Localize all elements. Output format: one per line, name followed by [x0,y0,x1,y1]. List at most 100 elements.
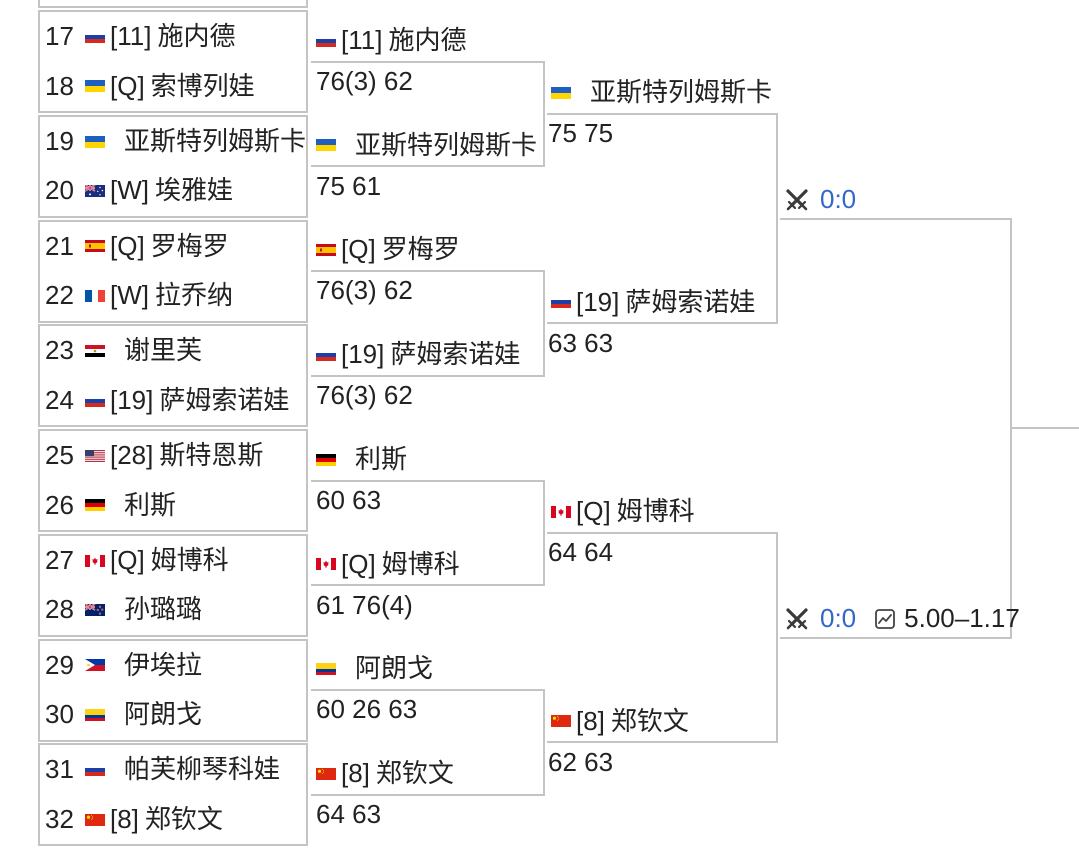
upcoming-match-info: 0:0 [785,181,874,219]
seed-label: [Q] [110,70,145,101]
ukraine-flag-icon [316,139,336,152]
seed-label: [W] [110,280,149,311]
match-score: 64 64 [548,537,614,568]
player-name: 拉乔纳 [155,280,234,311]
draw-entry: 17[11]施内德 [40,12,306,62]
colombia-flag-icon [316,663,336,675]
seed-label: [Q] [110,544,145,575]
player-name: 姆博科 [381,548,460,579]
russia-flag-icon [316,348,336,361]
match-result-link[interactable]: 0:0 [820,184,857,215]
final-connector-line [1010,427,1079,430]
draw-position: 24 [45,384,74,415]
new-zealand-flag-icon [85,604,105,616]
first-round-match: 17[11]施内德 18 [Q]索博列娃 [38,10,308,113]
draw-position: 30 [45,699,74,730]
third-round-player: [Q]姆博科 [551,493,695,531]
player-name: 施内德 [157,21,236,52]
player-name: 索博列娃 [150,70,255,101]
draw-entry: 22 [W]拉乔纳 [40,271,306,321]
player-name: 伊埃拉 [124,649,203,680]
draw-position: 17 [45,21,74,52]
crossed-swords-icon [785,188,809,212]
draw-position: 22 [45,280,74,311]
bracket-connector [311,479,545,587]
draw-entry: 25[28]斯特恩斯 [40,431,306,481]
match-score: 60 63 [316,484,382,515]
match-score: 76(3) 62 [316,380,413,411]
player-name: 罗梅罗 [381,234,460,265]
spain-flag-icon [85,240,105,253]
china-flag-icon [316,767,336,780]
second-round-player: [11]施内德 [316,22,466,60]
chart-icon[interactable] [874,608,896,630]
player-name: 亚斯特列姆斯卡 [355,129,538,160]
player-name: 郑钦文 [144,803,223,834]
draw-position: 31 [45,754,74,785]
match-score: 61 76(4) [316,589,413,620]
draw-entry: 32[8]郑钦文 [40,795,306,845]
seed-label: [8] [110,803,139,834]
player-name: 埃雅娃 [155,175,234,206]
draw-position: 21 [45,230,74,261]
second-round-player: [8]郑钦文 [316,755,454,793]
seed-label: [8] [341,758,370,789]
bracket-connector [311,60,545,168]
first-round-match: 25[28]斯特恩斯 26 利斯 [38,429,308,532]
player-name: 利斯 [124,489,177,520]
player-name: 阿朗戈 [355,653,434,684]
player-name: 谢里芙 [124,335,203,366]
germany-flag-icon [316,453,336,466]
odds-value[interactable]: 5.00–1.17 [904,603,1020,634]
usa-flag-icon [85,449,105,462]
third-round-player: [8]郑钦文 [551,702,689,740]
seed-label: [28] [110,440,154,471]
upcoming-match-info: 0:0 5.00–1.17 [785,600,1020,638]
russia-flag-icon [551,296,571,309]
france-flag-icon [85,289,105,302]
player-name: 萨姆索诺娃 [390,339,521,370]
draw-position: 26 [45,489,74,520]
seed-label: [Q] [341,548,376,579]
draw-position: 18 [45,70,74,101]
bracket-connector [311,270,545,377]
russia-flag-icon [316,34,336,47]
match-result-link[interactable]: 0:0 [820,603,857,634]
second-round-player: [Q]姆博科 [316,545,460,583]
seed-label: [19] [110,384,154,415]
seed-label: [Q] [341,234,376,265]
russia-flag-icon [85,30,105,43]
draw-entry: 30 阿朗戈 [40,690,306,740]
match-score: 76(3) 62 [316,65,413,96]
draw-entry: 27[Q]姆博科 [40,536,306,586]
germany-flag-icon [85,499,105,512]
second-round-player: [19]萨姆索诺娃 [316,336,520,374]
match-score: 63 63 [548,327,614,358]
draw-entry: 24[19]萨姆索诺娃 [40,376,306,426]
china-flag-icon [85,813,105,826]
seed-label: [19] [341,339,385,370]
player-name: 郑钦文 [375,758,454,789]
seed-label: [11] [341,24,383,55]
match-score: 76(3) 62 [316,275,413,306]
bracket-connector [547,531,778,744]
draw-entry: 20[W]埃雅娃 [40,166,306,216]
spain-flag-icon [316,244,336,256]
seed-label: [Q] [110,230,145,261]
player-name: 孙璐璐 [124,594,203,625]
second-round-player: 阿朗戈 [316,650,433,688]
match-score: 75 75 [548,118,614,149]
player-name: 郑钦文 [610,705,689,736]
player-name: 阿朗戈 [124,699,203,730]
seed-label: [Q] [576,496,611,527]
